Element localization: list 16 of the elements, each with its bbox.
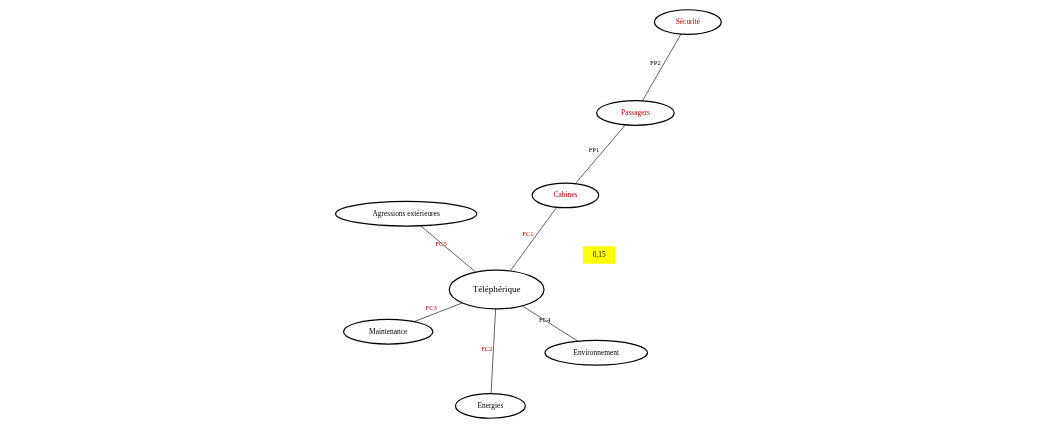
connector [575,124,626,184]
node-ellipse: Energies [454,393,526,419]
label: 0,15 [592,249,606,259]
connector [509,206,558,272]
node-ellipse: Environnement [544,339,649,366]
connector [490,308,496,394]
node-ellipse: Cabines [531,182,600,209]
node-ellipse: Maintenance [342,318,434,345]
node-ellipse: Passagers [596,100,675,126]
connector [420,225,477,273]
node-ellipse: Téléphérique [448,269,545,310]
connector [522,305,579,342]
node-ellipse: Agressions extérieures [335,200,478,227]
connector [413,302,463,322]
node-ellipse: Sécurité [653,9,722,35]
connector [642,33,682,102]
